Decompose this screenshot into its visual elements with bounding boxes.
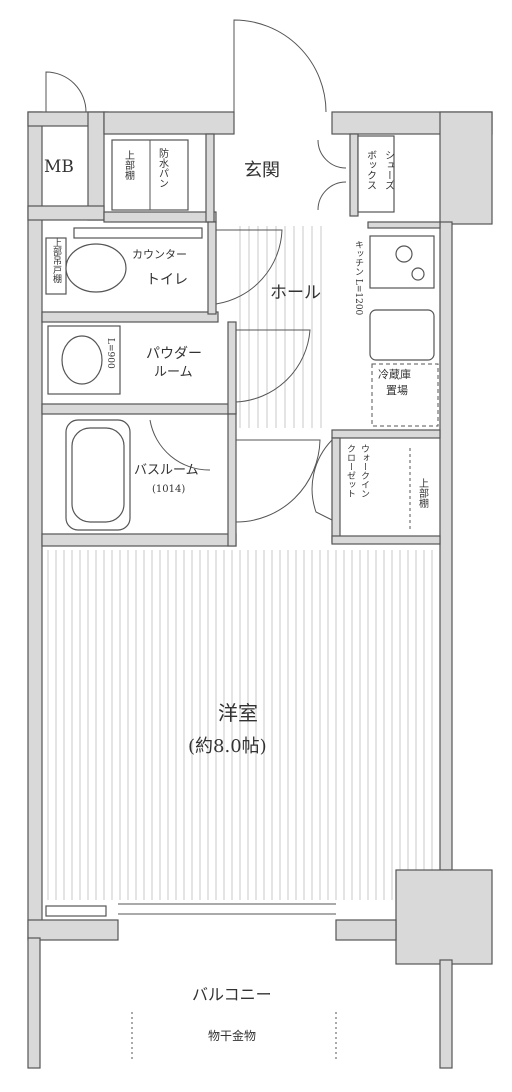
label-counter: カウンター [132, 248, 187, 261]
label-powder-2: ルーム [154, 365, 193, 380]
hall-flooring [239, 226, 322, 428]
label-western-room: 洋室 [218, 701, 258, 725]
label-bathroom: バスルーム [134, 463, 199, 478]
label-kitchen: キッチン L=1200 [353, 240, 364, 316]
label-upper-shelf-1: 上部棚 [123, 150, 135, 181]
label-walkin-2: クローゼット [345, 444, 356, 498]
walls [27, 111, 493, 1069]
label-fridge-1: 冷蔵庫 [378, 367, 411, 381]
label-upper-shelf-3: 上部棚 [417, 478, 429, 509]
label-drying-hardware: 物干金物 [208, 1028, 256, 1043]
label-mb: MB [44, 157, 74, 177]
label-hall: ホール [270, 283, 321, 303]
label-bath-size: (1014) [152, 484, 185, 495]
label-waterproof-pan: 防水パン [157, 147, 169, 188]
flooring-stripes [47, 550, 433, 900]
label-powder-1: パウダー [146, 346, 202, 362]
label-shoes-box-1: シューズ [383, 150, 395, 190]
label-balcony: バルコニー [192, 985, 272, 1004]
label-western-size: (約8.0帖) [188, 736, 267, 757]
label-walkin-1: ウォークイン [359, 444, 370, 498]
label-entrance: 玄関 [244, 160, 280, 181]
labels: MB 玄関 シューズ ボックス 防水パン 上部棚 カウンター トイレ 上部吊戸棚… [44, 147, 429, 1043]
label-upper-shelf-2: 上部吊戸棚 [51, 238, 62, 284]
label-shoes-box-2: ボックス [365, 150, 377, 190]
label-vanity: L=900 [105, 338, 115, 369]
label-toilet: トイレ [146, 272, 188, 288]
doors [45, 19, 347, 523]
label-fridge-2: 置場 [386, 384, 408, 397]
fixtures [45, 135, 439, 1060]
